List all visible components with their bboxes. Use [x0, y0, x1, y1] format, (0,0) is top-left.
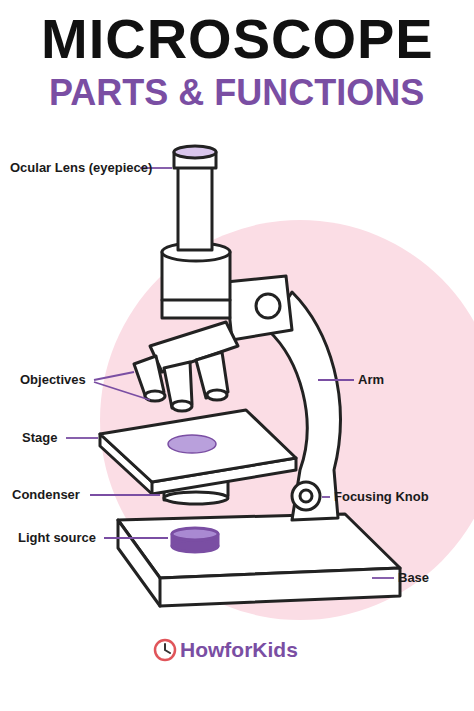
light-source-bottom — [172, 540, 218, 552]
part-label: Arm — [358, 372, 384, 388]
focusing-knob — [292, 482, 320, 510]
part-label: Focusing Knob — [334, 489, 429, 505]
stage — [100, 410, 296, 482]
subtitle: PARTS & FUNCTIONS — [49, 72, 424, 114]
objective-tip — [207, 390, 227, 400]
leader-line — [66, 437, 98, 439]
light-source-lamp — [172, 528, 218, 540]
logo-icon — [155, 640, 175, 660]
part-label: Stage — [22, 430, 57, 446]
eyepiece-lens — [174, 146, 216, 158]
base-edge — [159, 578, 162, 606]
condenser-bottom — [164, 492, 228, 504]
leader-line — [94, 372, 134, 380]
leader-line — [322, 496, 330, 498]
leader-line — [94, 382, 150, 400]
part-label: Condenser — [12, 487, 80, 503]
leader-line — [104, 537, 168, 539]
stage-edge — [151, 482, 154, 494]
part-label: Light source — [18, 530, 96, 546]
eyepiece-tube — [178, 160, 212, 250]
specimen-slide — [168, 435, 216, 453]
head-block — [226, 276, 292, 340]
part-label: Base — [398, 570, 429, 586]
focusing-knob-center — [300, 490, 312, 502]
leader-line — [318, 379, 354, 381]
part-label: Ocular Lens (eyepiece) — [10, 160, 152, 176]
objective-tip — [172, 401, 192, 411]
title: MICROSCOPE — [41, 8, 434, 70]
tube-band — [162, 299, 230, 302]
head-knob — [256, 294, 280, 318]
watermark-logo: HowforKids — [180, 637, 298, 663]
part-label: Objectives — [20, 372, 86, 388]
base-front — [118, 520, 400, 606]
leader-line — [90, 494, 160, 496]
pink-background-circle — [100, 220, 474, 620]
leader-line — [372, 577, 394, 579]
